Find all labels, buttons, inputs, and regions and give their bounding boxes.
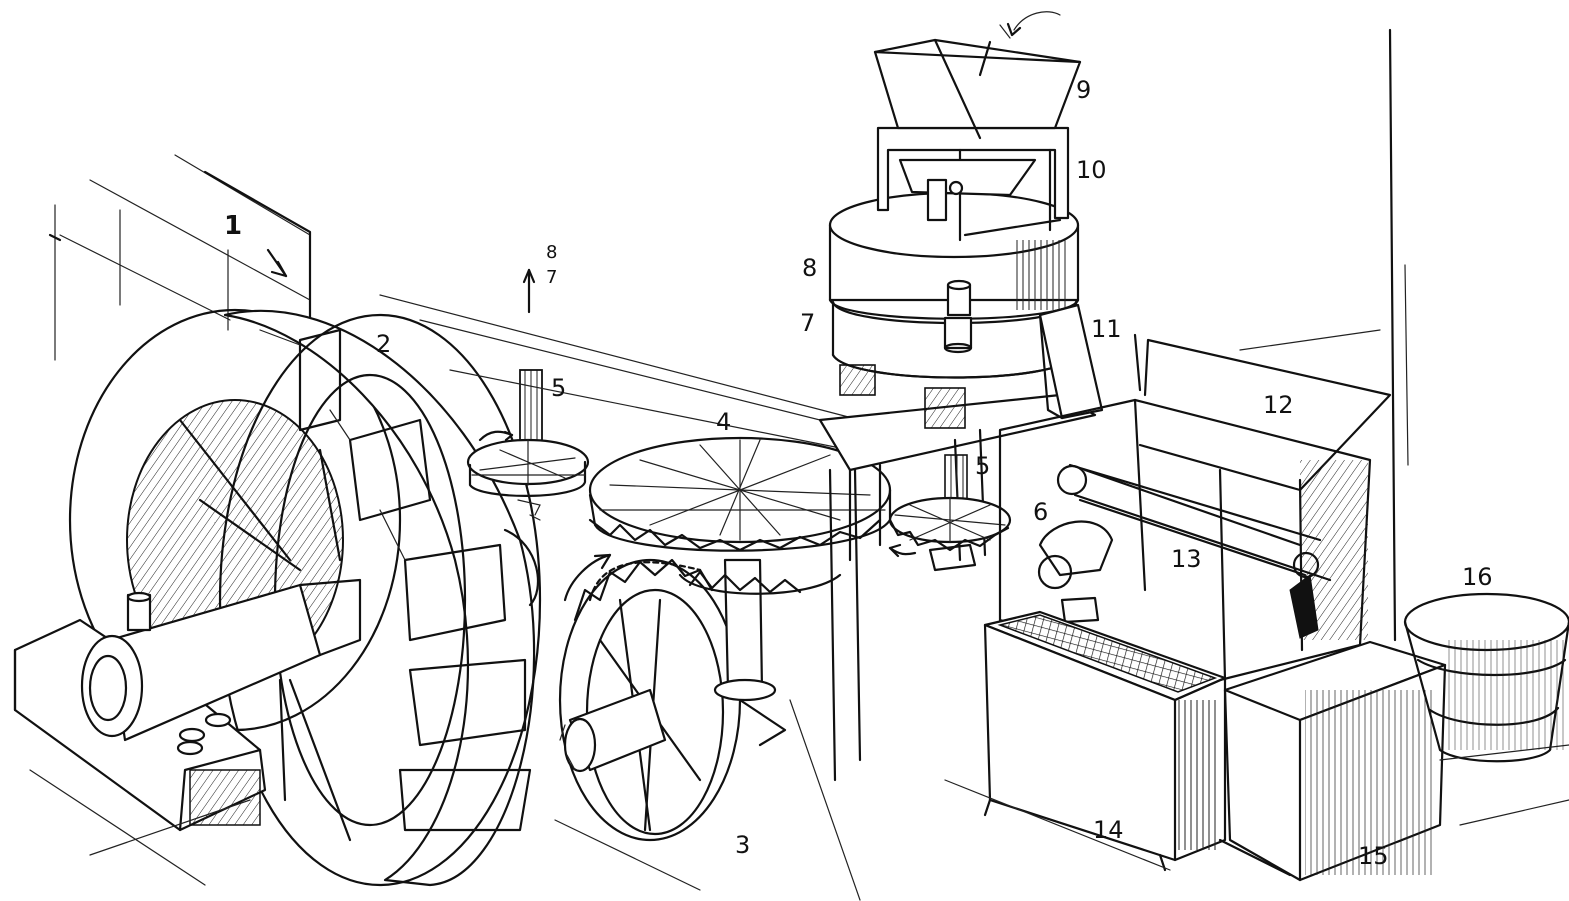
label-14: 14 [1093,816,1124,844]
label-8: 8 [802,254,817,282]
label-15: 15 [1358,842,1389,870]
label-1: 1 [224,211,242,241]
label-3: 3 [735,831,750,859]
sieve-box [944,610,1227,872]
label-16: 16 [1462,563,1493,591]
hopper [873,11,1082,140]
label-12: 12 [1263,391,1294,419]
stone-nut-gear [466,369,590,521]
hopper-frame [876,126,1070,242]
wooden-tub [1403,592,1569,763]
label-11: 11 [1091,315,1122,343]
label-5-left: 5 [551,374,566,402]
label-7-small: 7 [546,267,557,288]
room-structure [522,28,1569,901]
great-spur-wheel [588,436,892,747]
label-6: 6 [1033,498,1048,526]
label-10: 10 [1076,156,1107,184]
label-9: 9 [1076,76,1091,104]
label-8-small: 8 [546,242,557,263]
flour-bin [1218,640,1447,882]
water-flume [48,154,312,361]
wheel-shaft-base [13,578,362,886]
label-13: 13 [1171,545,1202,573]
stone-floor-beam [379,294,1097,782]
label-2: 2 [376,330,391,358]
pit-wheel [558,553,742,842]
meal-chute [1038,303,1104,420]
sack-hoist-gear [888,454,1012,572]
label-7: 7 [800,309,815,337]
label-5-right: 5 [975,452,990,480]
label-4: 4 [716,408,731,436]
millstones [828,191,1080,429]
